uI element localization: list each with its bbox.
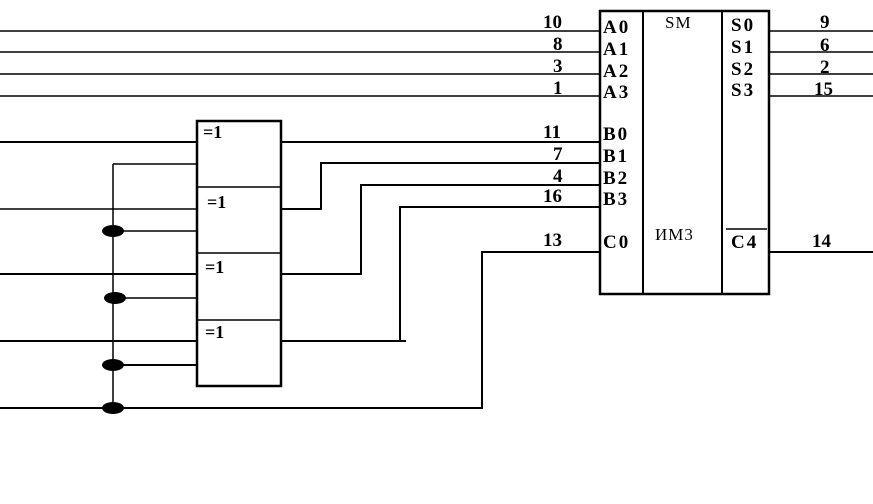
b1-pin-label: B1 — [603, 146, 629, 167]
s3-pin-number: 15 — [814, 79, 833, 100]
b3-pin-label: B3 — [603, 189, 629, 210]
a-inputs: 10 8 3 1 A0 A1 A2 A3 — [0, 12, 630, 103]
carry-out: C4 14 — [731, 231, 873, 253]
junction-dot-3 — [102, 359, 124, 371]
b1-wire — [281, 162, 600, 210]
carry-in-pin-label: C0 — [603, 232, 630, 253]
a3-pin-label: A3 — [603, 82, 630, 103]
s3-pin-label: S3 — [731, 80, 755, 101]
s0-pin-label: S0 — [731, 15, 755, 36]
junction-dot-1 — [102, 225, 124, 237]
adder-chip-outline — [598, 9, 771, 296]
a0-pin-number: 10 — [543, 12, 562, 33]
b3-wire — [281, 206, 600, 342]
junction-dot-2 — [104, 292, 126, 304]
xor-gate-block: =1 =1 =1 =1 — [195, 119, 283, 388]
control-bus — [102, 163, 197, 414]
b2-wire — [281, 184, 600, 275]
carry-out-pin-label: C4 — [731, 232, 758, 253]
s1-pin-number: 6 — [820, 35, 830, 56]
xor-gate-1-label: =1 — [203, 122, 222, 142]
s0-pin-number: 9 — [820, 12, 830, 33]
b0-pin-label: B0 — [603, 124, 629, 145]
carry-out-pin-number: 14 — [812, 231, 832, 252]
carry-in-pin-number: 13 — [543, 230, 562, 251]
xor-gate-4-label: =1 — [205, 322, 224, 342]
a3-pin-number: 1 — [553, 78, 563, 99]
xor-gate-3-label: =1 — [205, 257, 224, 277]
a2-pin-label: A2 — [603, 61, 630, 82]
adder-chip-title: SM — [665, 13, 692, 32]
b2-pin-number: 4 — [553, 166, 563, 187]
xor-gate-2-label: =1 — [207, 192, 226, 212]
s2-pin-number: 2 — [820, 57, 830, 78]
a2-pin-number: 3 — [553, 56, 563, 77]
a1-pin-number: 8 — [553, 34, 563, 55]
b3-pin-number: 16 — [543, 186, 562, 207]
s2-pin-label: S2 — [731, 59, 755, 80]
b0-pin-number: 11 — [543, 122, 561, 143]
sum-outputs: S0 S1 S2 S3 9 6 2 15 — [731, 12, 873, 101]
a0-pin-label: A0 — [603, 17, 630, 38]
b2-pin-label: B2 — [603, 168, 629, 189]
b1-pin-number: 7 — [553, 144, 563, 165]
junction-dot-4 — [102, 402, 124, 414]
carry-in: 13 C0 — [0, 230, 630, 409]
adder-chip: SM ИМ3 — [598, 9, 771, 296]
carry-in-wire — [0, 251, 600, 409]
adder-chip-part-number: ИМ3 — [655, 225, 694, 244]
b-inputs: 11 7 4 16 B0 B1 B2 B3 — [281, 122, 629, 342]
s1-pin-label: S1 — [731, 37, 755, 58]
a1-pin-label: A1 — [603, 39, 630, 60]
xor-data-inputs — [0, 141, 197, 342]
